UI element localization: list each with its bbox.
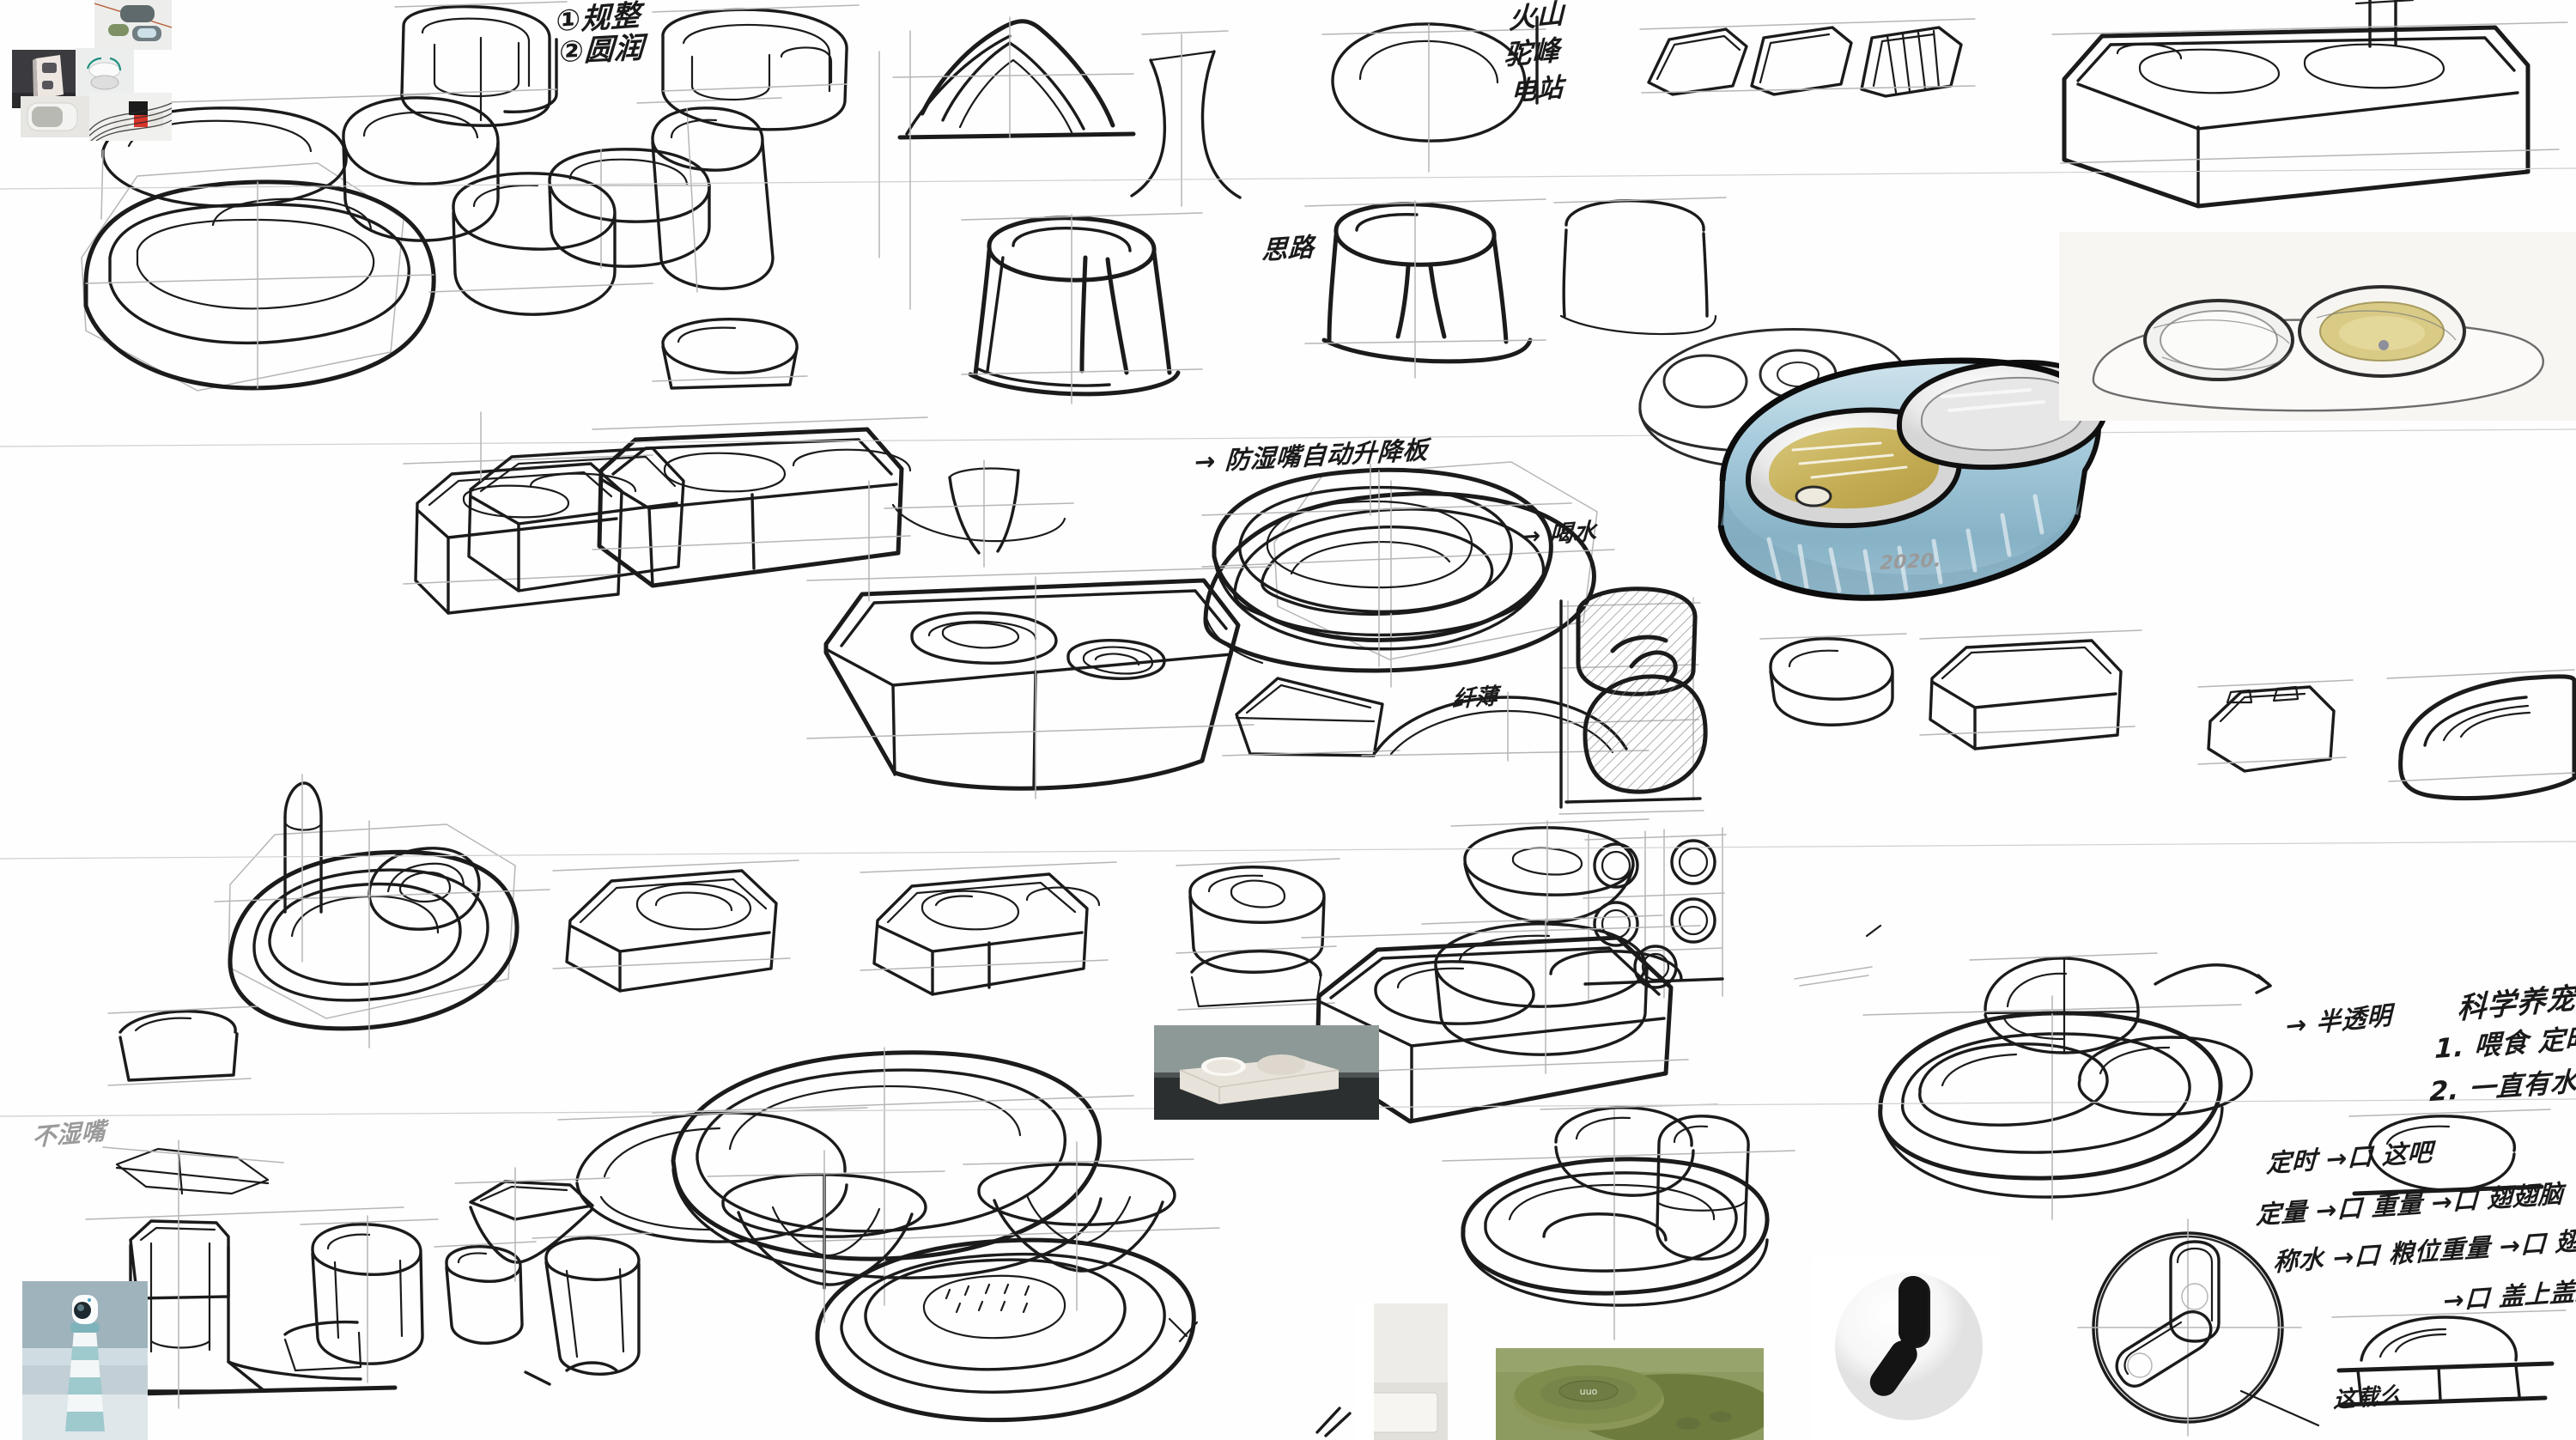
annotation-a2: ②圆润 [558, 30, 645, 70]
sketch-bottom-left-rounded-feeder [107, 774, 550, 1086]
photo-lighthouse-camera [22, 1281, 148, 1440]
photo-white-bowl-render [2059, 232, 2576, 421]
annotation-a8: → 喝水 [1520, 518, 1598, 551]
sketch-cube-feeders-row [552, 818, 1727, 1124]
photo-fabric-pad [21, 96, 91, 137]
photo-cable-render [89, 93, 172, 141]
sketch-stacked-box-study [403, 416, 1272, 799]
annotation-a19: 这载么 [2333, 1382, 2403, 1414]
svg-text:uuo: uuo [1580, 1386, 1598, 1397]
sketch-top-left-large-bowl-cluster [81, 1, 860, 392]
photo-stone-double-bowl [1154, 1025, 1379, 1120]
annotation-a20: 2020. [1879, 550, 1942, 575]
sketch-tall-tray-perspective [2051, 0, 2568, 209]
photo-green-uuo-product: uuo [1496, 1348, 1764, 1440]
annotation-a5: 电站 [1510, 72, 1564, 108]
sketch-slanted-bowl-plate [1201, 467, 1649, 762]
annotation-a6: 思路 [1261, 232, 1315, 267]
sketch-construction-lines [0, 15, 2576, 1437]
photo-tray-set [94, 0, 172, 50]
sketch-right-dome-dual-bowl [1862, 952, 2567, 1407]
sketch-hump-volcano-thumbnails [1639, 18, 1976, 98]
annotation-a9: 纤薄 [1452, 684, 1498, 714]
annotation-a3: 火山 [1509, 0, 1564, 36]
sketch-twin-cup-elevation [961, 197, 1727, 404]
photo-minimal-clock [1812, 1257, 2002, 1440]
sketch-bottom-center-low-tray [557, 1047, 1220, 1423]
photo-gray-panel [1355, 1303, 1448, 1440]
sketch-section-hatched-topview [1558, 586, 1708, 815]
sketch-tent-form-study [892, 16, 1546, 207]
annotation-a10: 不湿嘴 [32, 1116, 106, 1152]
annotation-a4: 驼峰 [1504, 33, 1561, 72]
sketch-right-rail-bowl [1759, 629, 2576, 801]
sketch-clock-analysis-circle [2077, 1218, 2320, 1437]
